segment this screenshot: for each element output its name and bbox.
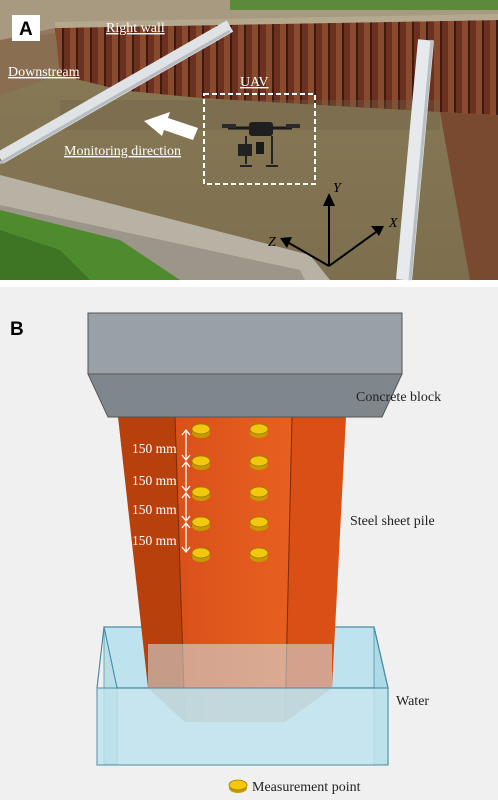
panel-a-letter: A: [19, 19, 33, 40]
measurement-point: [249, 455, 269, 470]
side-wall: [440, 112, 498, 280]
spacing-label-2: 150 mm: [132, 473, 177, 488]
label-uav: UAV: [240, 75, 269, 90]
label-concrete-block: Concrete block: [356, 390, 441, 405]
legend-measurement-point: Measurement point: [252, 780, 361, 795]
pipe-left: [0, 20, 234, 164]
panel-b-diagram: B 150 mm: [0, 287, 498, 800]
right-wall-piles: [55, 20, 498, 115]
panel-b-letter: B: [10, 319, 24, 340]
spacing-arrow: [181, 521, 191, 554]
coordinate-axes: [280, 193, 384, 267]
monitoring-direction-arrow: [144, 112, 198, 140]
spacing-arrow: [181, 460, 191, 493]
axis-x-label: X: [388, 216, 398, 231]
spacing-label-1: 150 mm: [132, 441, 177, 456]
label-steel-sheet-pile: Steel sheet pile: [350, 514, 435, 529]
measurement-point: [191, 516, 211, 531]
concrete-bottom: [87, 373, 403, 418]
far-grass: [230, 0, 498, 10]
panel-a-letter-box: [12, 15, 40, 41]
measurement-point: [191, 455, 211, 470]
label-monitoring-direction: Monitoring direction: [64, 144, 181, 159]
measurement-point: [191, 423, 211, 438]
spacing-dimensions: [181, 428, 191, 554]
pipe-right: [396, 39, 434, 281]
water-front-face: [96, 687, 389, 766]
pipe-left-shade: [0, 29, 231, 165]
spacing-arrow: [181, 491, 191, 523]
spacing-label-4: 150 mm: [132, 533, 177, 548]
water-tank-front: [96, 626, 389, 766]
label-water: Water: [396, 694, 429, 709]
downstream-wall: [0, 28, 60, 95]
right-wall-cap: [55, 14, 498, 28]
pipe-right-shade: [408, 39, 434, 281]
measurement-point: [191, 486, 211, 501]
axis-z-label: Z: [268, 235, 276, 250]
label-downstream: Downstream: [8, 65, 80, 80]
spacing-arrow: [181, 428, 191, 462]
panel-a-photo: Y X Z A Right wall Downstream UAV Monito…: [0, 0, 498, 281]
concrete-top: [87, 312, 403, 375]
concrete-block: [87, 312, 403, 418]
spacing-label-3: 150 mm: [132, 502, 177, 517]
uav-drone: [222, 122, 300, 167]
measurement-points: [191, 423, 269, 562]
legend-measurement-point-icon: [228, 779, 248, 793]
measurement-point: [191, 547, 211, 562]
uav-highlight-box: [203, 93, 316, 185]
measurement-point: [249, 486, 269, 501]
measurement-point: [249, 423, 269, 438]
axis-y-label: Y: [333, 181, 343, 196]
label-right-wall: Right wall: [106, 21, 165, 36]
measurement-point: [249, 516, 269, 531]
grass-dark: [0, 230, 90, 280]
measurement-point: [249, 547, 269, 562]
